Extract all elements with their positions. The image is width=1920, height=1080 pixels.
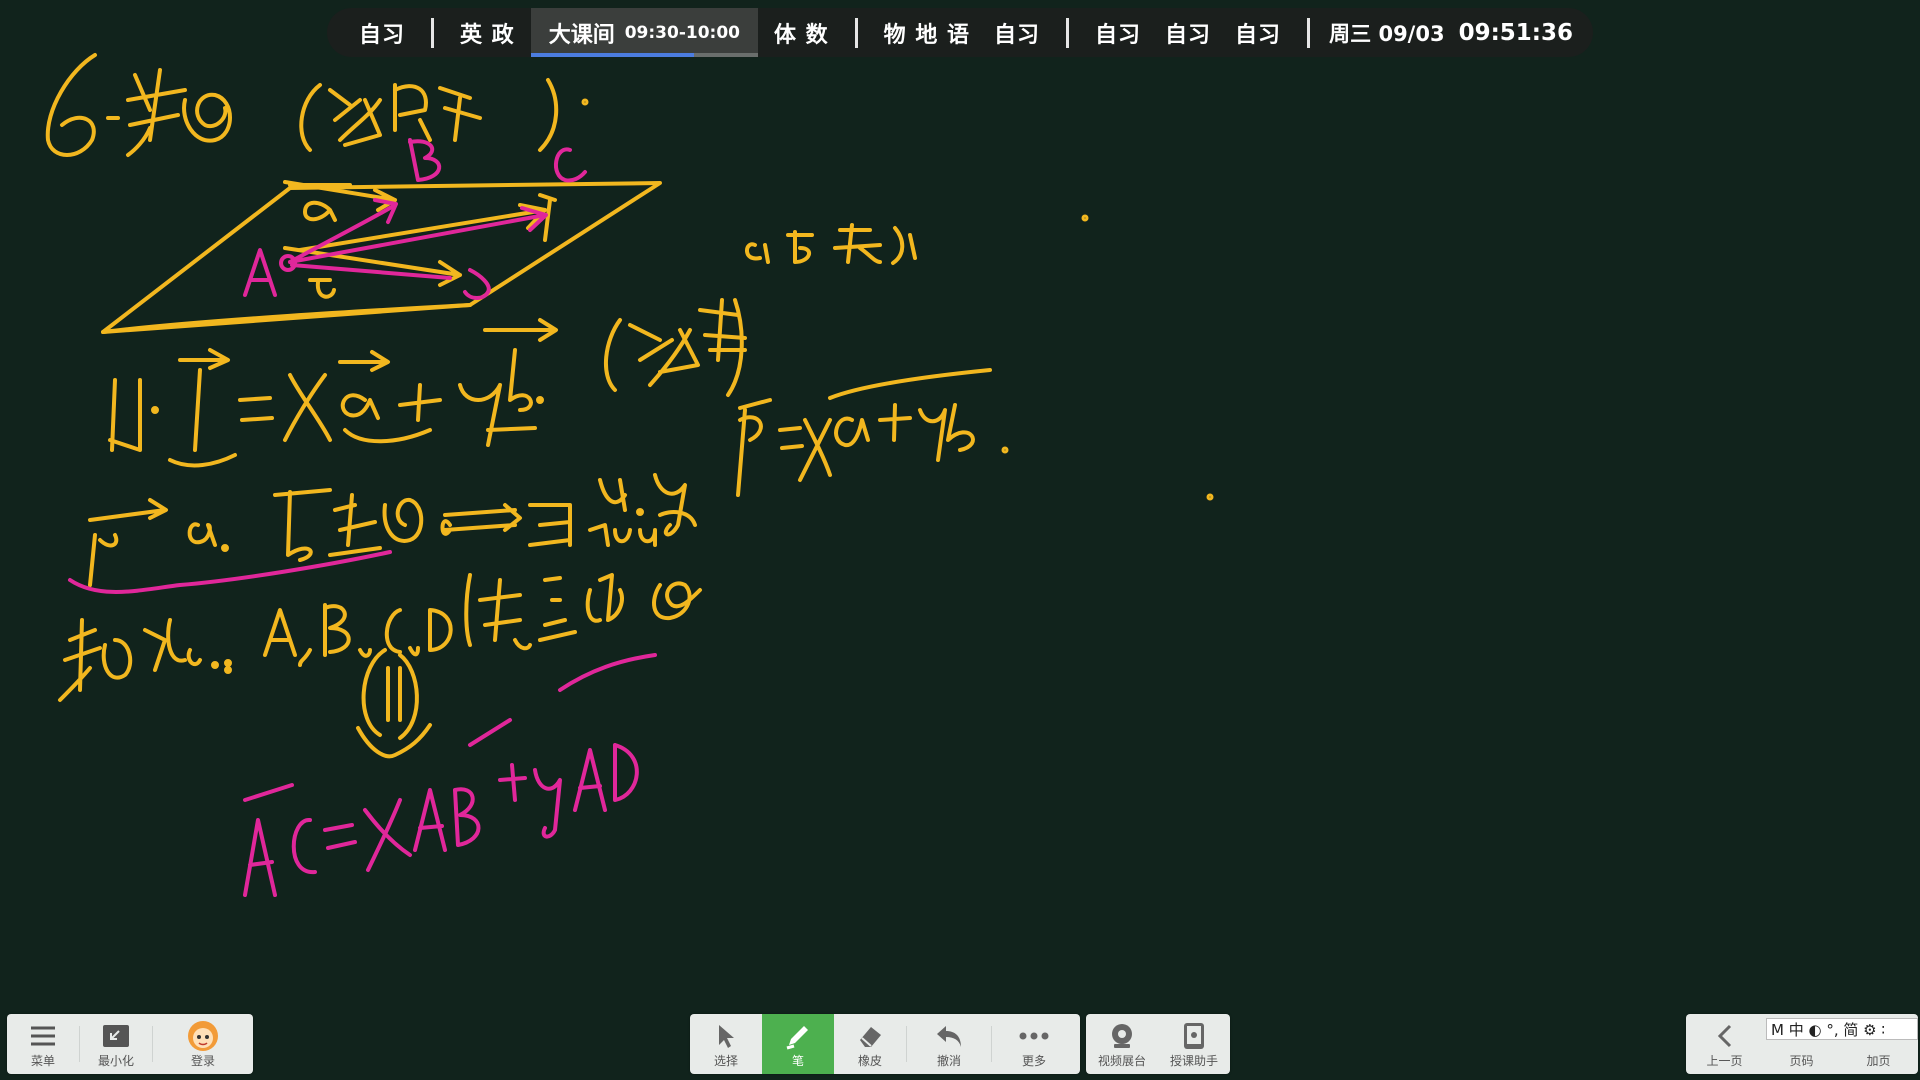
document-camera-button[interactable]: 视频展台 — [1086, 1014, 1158, 1074]
login-button[interactable]: 登录 — [153, 1014, 253, 1074]
undo-icon — [934, 1020, 964, 1052]
undo-label: 撤消 — [936, 1053, 961, 1068]
cursor-icon — [714, 1020, 738, 1052]
toolbar-divider — [906, 1026, 907, 1062]
menu-label: 菜单 — [30, 1053, 55, 1068]
schedule-item: 自习 — [1095, 22, 1142, 48]
pen-label: 笔 — [791, 1053, 804, 1068]
page-number-button[interactable]: 页码 — [1763, 1014, 1840, 1074]
schedule-item: 自习 — [1165, 22, 1212, 48]
minimize-label: 最小化 — [97, 1053, 134, 1068]
toolbar-divider — [991, 1026, 992, 1062]
schedule-bar: 自习 英 政 大课间 09:30-10:00 体 数 物 地 语 自习 自习 自… — [327, 8, 1593, 57]
toolbar-divider — [152, 1026, 153, 1062]
eraser-icon — [856, 1020, 884, 1052]
schedule-item: 体 数 — [773, 22, 829, 48]
more-button[interactable]: 更多 — [992, 1014, 1076, 1074]
period-progress-fill — [530, 53, 695, 57]
schedule-current-period: 大课间 09:30-10:00 — [530, 8, 758, 57]
more-label: 更多 — [1021, 1053, 1046, 1068]
chevron-left-icon — [1715, 1020, 1735, 1052]
login-label: 登录 — [190, 1053, 215, 1068]
schedule-item: 自习 — [1235, 22, 1282, 48]
select-button[interactable]: 选择 — [690, 1014, 762, 1074]
schedule-item: 自习 — [993, 22, 1040, 48]
ime-status-text: M 中 ◐ °, 简 ⚙ ∶ — [1771, 1020, 1886, 1039]
schedule-divider — [854, 17, 858, 48]
camera-label: 视频展台 — [1097, 1053, 1146, 1068]
tablet-icon — [1182, 1020, 1206, 1052]
toolbar-drawing: 选择 笔 橡皮 撤消 更多 — [690, 1014, 1080, 1074]
schedule-divider — [1066, 17, 1069, 48]
add-label: 加页 — [1866, 1053, 1891, 1068]
assistant-label: 授课助手 — [1169, 1053, 1218, 1068]
prev-label: 上一页 — [1706, 1053, 1743, 1068]
toolbar-tools: 视频展台 授课助手 — [1086, 1014, 1230, 1074]
camera-icon — [1108, 1020, 1136, 1052]
current-period-label: 大课间 — [548, 22, 615, 48]
schedule-date: 周三 09/03 — [1329, 21, 1445, 46]
select-label: 选择 — [713, 1053, 738, 1068]
ink-yellow-strokes — [45, 53, 1214, 759]
menu-icon — [29, 1020, 57, 1052]
pen-icon — [784, 1020, 812, 1052]
schedule-divider — [1307, 17, 1311, 48]
ink-magenta-strokes — [68, 138, 657, 897]
undo-button[interactable]: 撤消 — [907, 1014, 991, 1074]
eraser-button[interactable]: 橡皮 — [834, 1014, 906, 1074]
schedule-item: 物 地 语 — [883, 22, 970, 48]
avatar — [187, 1020, 219, 1052]
pen-button[interactable]: 笔 — [762, 1014, 834, 1074]
previous-page-button[interactable]: 上一页 — [1686, 1014, 1763, 1074]
schedule-item: 英 政 — [460, 22, 515, 48]
minimize-button[interactable]: 最小化 — [80, 1014, 152, 1074]
add-page-button[interactable]: 加页 — [1840, 1014, 1917, 1074]
ime-status-bar[interactable]: M 中 ◐ °, 简 ⚙ ∶ — [1766, 1018, 1918, 1040]
toolbar-divider — [79, 1026, 80, 1062]
teaching-assistant-button[interactable]: 授课助手 — [1158, 1014, 1230, 1074]
period-progress-track — [530, 53, 758, 57]
page-label: 页码 — [1789, 1053, 1814, 1068]
toolbar-left: 菜单 最小化 登录 — [7, 1014, 253, 1074]
schedule-divider — [431, 17, 435, 48]
schedule-item: 自习 — [359, 22, 406, 48]
schedule-clock: 09:51:36 — [1458, 19, 1573, 46]
eraser-label: 橡皮 — [857, 1053, 882, 1068]
minimize-icon — [102, 1020, 130, 1052]
menu-button[interactable]: 菜单 — [7, 1014, 79, 1074]
current-period-time: 09:30-10:00 — [624, 22, 740, 43]
more-icon — [1018, 1020, 1050, 1052]
